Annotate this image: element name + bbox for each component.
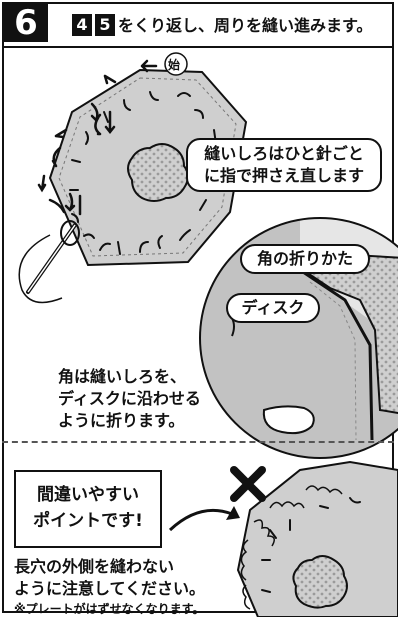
start-label: 始 [168, 58, 181, 72]
reference-step-5: 5 [95, 14, 115, 36]
corner-note-3: ように折ります。 [58, 411, 185, 430]
reference-step-4: 4 [72, 14, 92, 36]
header-divider [2, 46, 394, 48]
footnote: ※プレートがはずせなくなります。 [14, 602, 205, 616]
mistake-text-1: 長穴の外側を縫わない [14, 557, 175, 576]
tip-bubble: 縫いしろはひと針ごと に指で押さえ直します [186, 138, 382, 192]
mistake-plate [236, 460, 398, 617]
warning-line-2: ポイントです! [33, 511, 143, 531]
tip-line-2: に指で押さえ直します [203, 166, 364, 185]
section-divider [2, 441, 394, 443]
plate-heptagon [18, 59, 248, 304]
corner-title: 角の折りかた [240, 244, 370, 274]
warning-line-1: 間違いやすい [37, 485, 139, 505]
disc-label: ディスク [226, 293, 320, 323]
start-marker [164, 52, 188, 76]
tip-line-1: 縫いしろはひと針ごと [204, 144, 364, 163]
step-instruction: をくり返し、周りを縫い進みます。 [118, 16, 373, 35]
needle-illustration [18, 220, 80, 304]
corner-note-1: 角は縫いしろを、 [58, 367, 187, 386]
mistake-text-2: ように注意してください。 [14, 579, 206, 598]
step-number: 6 [4, 4, 48, 42]
wrong-mark [230, 466, 266, 502]
warning-box: 間違いやすい ポイントです! [14, 470, 162, 548]
corner-note-2: ディスクに沿わせる [58, 389, 201, 408]
